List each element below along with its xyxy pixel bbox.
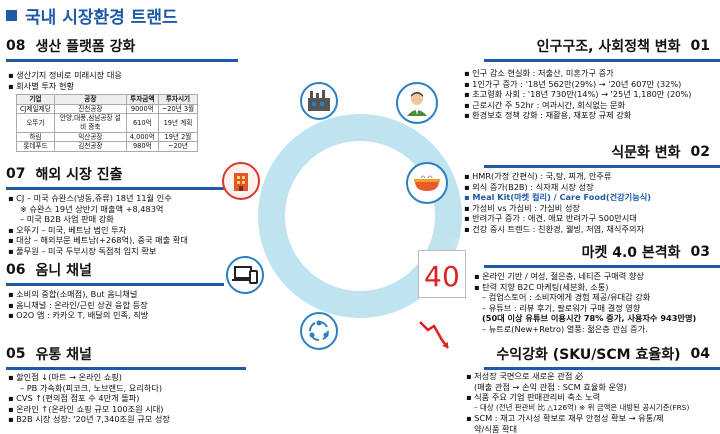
bullet: – 컴업스토어 : 소비자에게 경험 제공/유대감 강화 [482,292,651,303]
section-number: 03 [690,243,710,260]
bullet: ▪ 온라인 ↑(온라인 쇼핑 규모 100조원 시대) [8,403,164,414]
bullet: ▪ 가성비 vs 가심비 : 가심비 성장 [464,202,580,213]
section-label: 해외 시장 진출 [35,166,123,183]
chart-down-icon [418,318,452,352]
bullet: ▪ 할인점 ↓(마트 → 온라인 쇼핑) [8,372,122,382]
bullet: ▪ 오뚜기 – 미국, 베트남 법인 투자 [8,224,127,235]
bullet: ▪ HMR(가정 간편식) : 국,탕, 찌개, 안주류 [464,171,612,181]
section-01: 인구구조, 사회정책 변화 01 ▪ 인구 감소 현실화 : 저출산, 미혼가구 … [444,32,720,121]
section-underline [6,187,226,190]
section-02: 식문화 변화 02 ▪ HMR(가정 간편식) : 국,탕, 찌개, 안주류 ▪ … [444,138,720,235]
bullet: ▪ 생산기지 정비로 미래시장 대응 [8,70,122,80]
bullet: ▪ Meal Kit(마켓 컬리) / Care Food(건강기능식) [464,192,651,203]
building-icon [222,162,260,200]
section-underline [484,265,720,268]
page-title: 국내 시장환경 트랜드 [6,3,178,28]
section-label: 생산 플랫폼 강화 [35,38,136,55]
section-08: 08 생산 플랫폼 강화 ▪ 생산기지 정비로 미래시장 대응 ▪ 회사별 투자 … [6,32,266,152]
bullet: (50대 이상 유튜브 이용시간 78% 증가, 사용자수 943만명) [482,313,697,324]
bullet: ▪ 인구 감소 현실화 : 저출산, 미혼가구 증가 [464,68,614,78]
bullet: ▪ 대상 – 해외부문 베트남(+268억), 중국 매출 확대 [8,235,188,246]
section-06: 06 옴니 채널 ▪ 소비의 중합(소매점), But 옴니채널 ▪ 옴니채널 :… [6,256,268,321]
bullet: ▪ B2B 시장 성장: '20년 7,340조원 규모 성장 [8,414,170,425]
bullet: ▪ 옴니채널 : 온라인/근린 상권 융합 등장 [8,299,148,310]
section-04: 수익강화 (SKU/SCM 효율화) 04 ▪ 저성장 국면으로 새로운 관점 必… [444,340,720,434]
section-number: 04 [690,345,710,362]
svg-text:4: 4 [424,260,442,292]
section-underline [6,367,246,370]
bullet: 약/식품 확대 [474,423,518,434]
bullet: ▪ 환경보호 정책 강화 : 재활용, 재포장 규제 강화 [464,110,632,121]
section-03: 마켓 4.0 본격화 03 ▪ 온라인 기반 / 여성, 젊은층, 네티즌 구매력… [444,238,720,335]
person-icon [396,82,438,124]
bullet: (매출 관점 → 손익 관점 : SCM 효율화 운영) [474,381,627,392]
bullet: ▪ 1인가구 증가 : '18년 562만(29%) → '20년 607만 (… [464,78,682,89]
section-label: 옴니 채널 [35,262,92,279]
factory-icon [300,82,338,120]
bullet: – 뉴트로(New+Retro) 열풍: 젊은층 관심 증가. [482,323,648,334]
section-underline [6,283,224,286]
bullet: ▪ SCM : 재고 가시성 확보로 재무 안정성 확보 → 유통/제 [466,413,664,424]
bullet: ▪ 소비의 중합(소매점), But 옴니채널 [8,289,138,299]
bullet: ▪ 저성장 국면으로 새로운 관점 必 [466,371,584,381]
bullet: ▪ 외식 증가(B2B) : 식자재 시장 성장 [464,181,594,192]
section-number: 06 [6,261,26,278]
bullet: – 대상 (전년 판관비 比 △126억) ※ 위 금액은 내방된 공시기준(F… [474,402,690,412]
bullet: – 유튜브 : 리뷰 후기, 팔로워가 구매 결정 영향 [482,302,641,313]
section-label: 마켓 4.0 본격화 [581,244,681,261]
devices-icon [226,256,264,294]
section-number: 02 [690,143,710,160]
section-underline [6,59,238,62]
section-underline [484,59,720,62]
bullet: ▪ 탄력 지향 B2C 마케팅(세분화, 소통) [474,281,609,292]
section-label: 수익강화 (SKU/SCM 효율화) [496,346,681,363]
bullet: ▪ O2O 앱 : 카카오 T, 배달의 민족, 직방 [8,310,149,321]
bullet: ▪ 식품 주요 기업 판매관리비 축소 노력 [466,392,601,403]
bullet: ▪ 건강 중시 트렌드 : 친환경, 웰빙, 저염, 채식주의자 [464,223,645,234]
section-number: 01 [690,37,710,54]
section-label: 식문화 변화 [611,144,681,161]
cycle-icon [300,312,338,350]
bullet: ▪ 근로시간 주 52hr : 여과시간, 회식없는 문화 [464,99,626,110]
bullet: ▪ 초고령화 사회 : '18년 730만(14%) → '25년 1,180만… [464,89,692,100]
bullet: ▪ 풀무원 – 미국 두부시장 독점적 입지 확보 [8,245,157,256]
section-label: 유통 채널 [35,346,92,363]
bullet: – 미국 B2B 사업 판매 강화 [20,214,114,225]
bullet: ▪ 온라인 기반 / 여성, 젊은층, 네티즌 구매력 향상 [474,271,644,281]
section-number: 08 [6,37,26,54]
bullet: – PB 가속화(피코크, 노브랜드, 요리하다) [20,382,163,393]
title-square [6,10,17,21]
bullet: ▪ CVS ↑(편의점 점포 수 4만개 돌파) [8,393,140,404]
bullet: ▪ 반려가구 증가 : 애견, 애묘 반려가구 500만시대 [464,213,637,224]
bullet: ▪ CJ – 미국 슈완스(냉동,쥬류) 18년 11월 인수 [8,193,172,203]
section-underline [484,367,720,370]
svg-text:0: 0 [442,260,460,292]
bullet: ▪ 회사별 투자 현황 [8,80,75,91]
food-icon [406,162,448,204]
bullet: ※ 슈완스 19년 상반기 매출액 +8,483억 [20,203,164,214]
section-number: 05 [6,345,26,362]
section-label: 인구구조, 사회정책 변화 [536,38,681,55]
section-underline [484,165,720,168]
section-number: 07 [6,165,26,182]
section-05: 05 유통 채널 ▪ 할인점 ↓(마트 → 온라인 쇼핑) – PB 가속화(피코… [6,340,268,425]
